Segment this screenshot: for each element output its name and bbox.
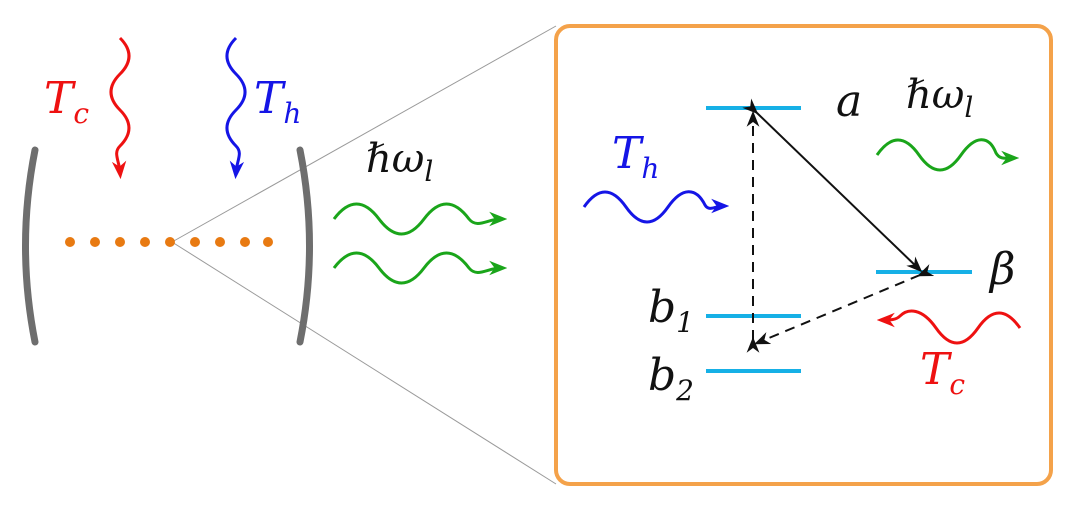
laser-output-label: ℏωl [366,136,433,188]
left-mirror [22,146,39,346]
atom [190,237,200,247]
hot-bath-label: Th [254,73,301,130]
cold-bath-label: Tc [44,73,89,130]
inset-laser-output-label: ℏωl [906,72,973,124]
inset-cold-bath-wave [876,309,1022,345]
level-beta-label: β [988,244,1015,295]
atom [165,237,175,247]
inset-hot-bath-wave [582,190,730,224]
atom [65,237,75,247]
atom [140,237,150,247]
cavity [22,146,313,346]
atom [240,237,250,247]
atom [263,237,273,247]
atom-row [65,237,273,247]
laser-output-wave-2 [332,251,508,285]
inset-laser-output-wave [875,138,1020,172]
level-b2-label: b2 [648,350,694,407]
transition-a-beta [742,98,923,273]
cold-bath-wavy-arrow [109,36,131,180]
inset-hot-bath-label: Th [612,128,659,185]
zoom-line-bottom [171,241,557,485]
atom [215,237,225,247]
hot-bath-wavy-arrow [225,36,247,180]
atom [90,237,100,247]
inset-cold-bath-label: Tc [920,344,965,401]
level-b1-label: b1 [648,282,694,339]
transition-beta-b-dashed [754,264,935,345]
level-a-label: a [836,76,862,127]
energy-level-inset [554,24,1053,486]
zoom-lines [171,25,557,485]
laser-output-wave-1 [332,202,508,236]
atom [115,237,125,247]
zoom-line-top [171,25,557,243]
right-mirror [296,146,313,346]
